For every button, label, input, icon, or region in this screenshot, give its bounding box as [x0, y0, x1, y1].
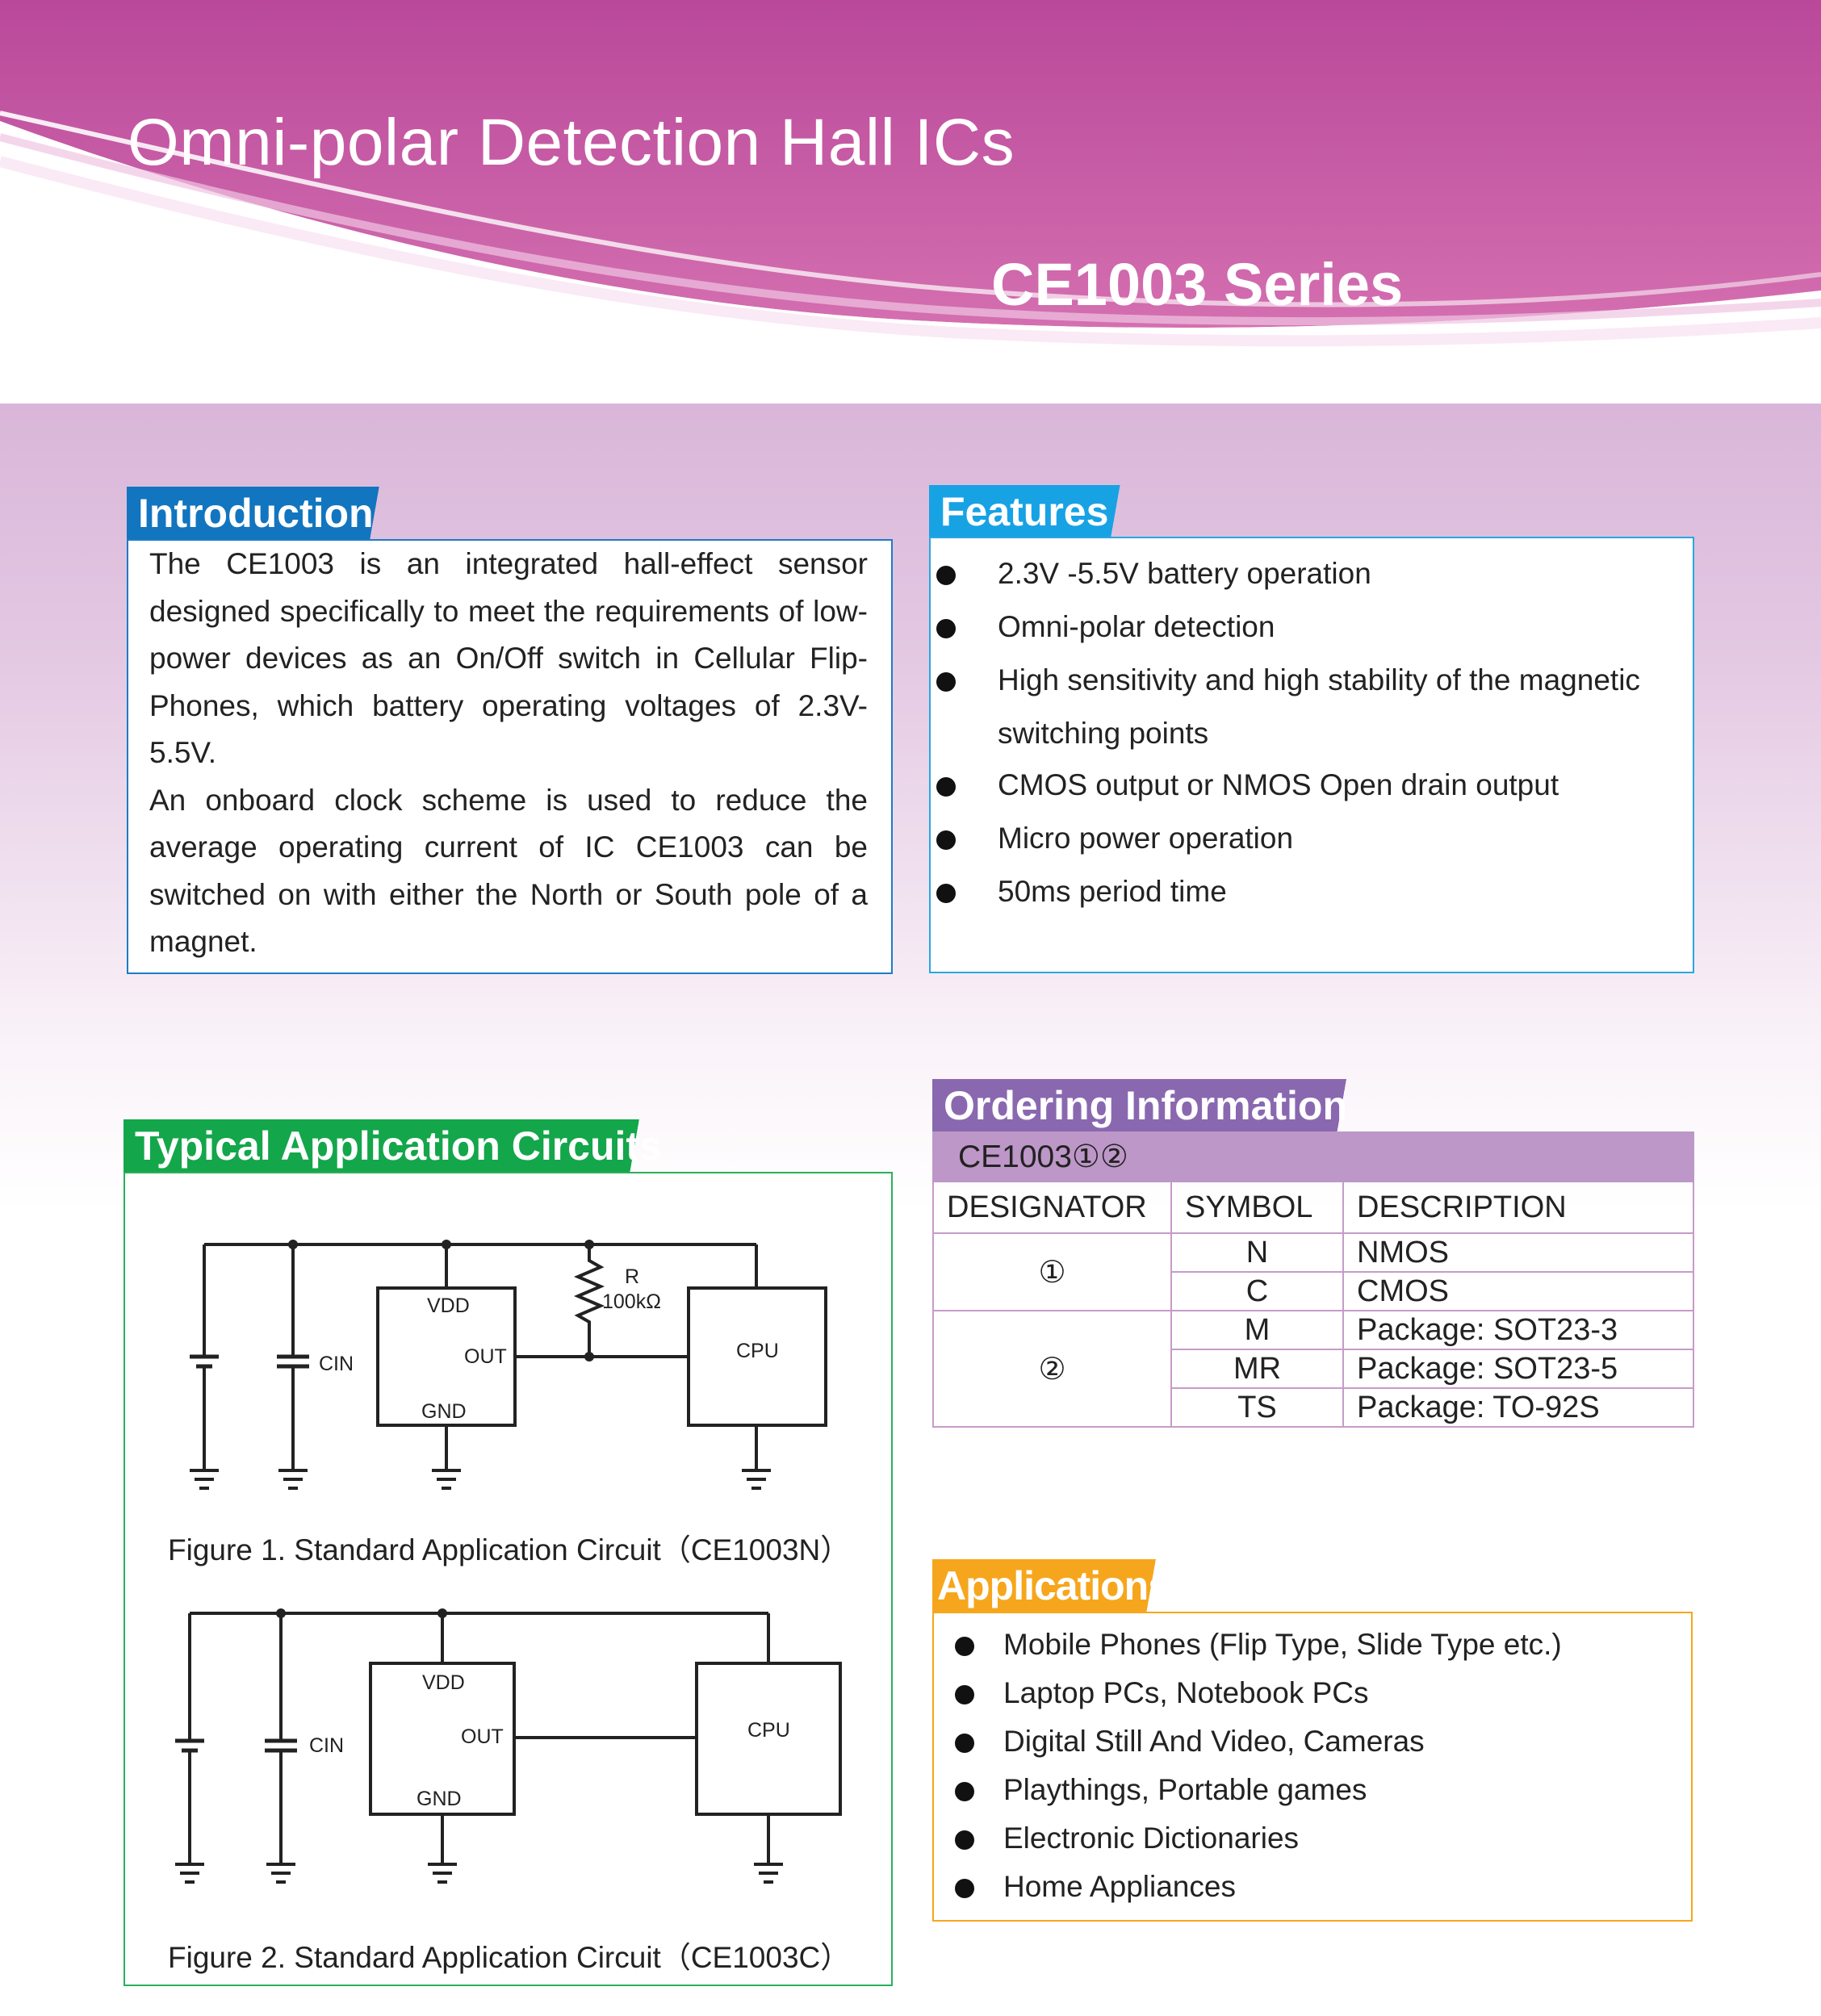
- introduction-box: [127, 539, 893, 974]
- ordering-heading: Ordering Information: [932, 1079, 1368, 1132]
- description-cell: CMOS: [1342, 1272, 1694, 1311]
- introduction-heading-text: Introduction: [138, 491, 374, 536]
- features-box: [929, 537, 1694, 973]
- application-item: Digital Still And Video, Cameras: [1003, 1725, 1425, 1758]
- feature-item: 50ms period time: [998, 875, 1227, 908]
- column-header: SYMBOL: [1170, 1182, 1343, 1234]
- bullet-icon: [955, 1734, 974, 1753]
- description-cell: Package: TO-92S: [1342, 1388, 1694, 1428]
- designator-cell: ②: [932, 1311, 1171, 1428]
- applications-box: [932, 1612, 1693, 1922]
- symbol-cell: C: [1170, 1272, 1343, 1311]
- feature-item: CMOS output or NMOS Open drain output: [998, 768, 1559, 801]
- ordering-table: DESIGNATOR SYMBOL DESCRIPTION ① N NMOS C…: [932, 1182, 1694, 1428]
- bullet-icon: [936, 672, 956, 692]
- feature-item-continued: switching points: [998, 717, 1209, 750]
- column-header: DESIGNATOR: [932, 1182, 1171, 1234]
- symbol-cell: N: [1170, 1233, 1343, 1273]
- introduction-paragraph-1: The CE1003 is an integrated hall-effect …: [149, 547, 868, 769]
- feature-item: High sensitivity and high stability of t…: [998, 663, 1640, 696]
- application-item: Mobile Phones (Flip Type, Slide Type etc…: [1003, 1628, 1562, 1661]
- figure-1-caption: Figure 1. Standard Application Circuit（C…: [168, 1533, 851, 1566]
- ordering-heading-text: Ordering Information: [944, 1083, 1347, 1128]
- out-label-2: OUT: [461, 1725, 504, 1748]
- symbol-cell: MR: [1170, 1349, 1343, 1389]
- designator-cell: ①: [932, 1233, 1171, 1311]
- circuits-heading: Typical Application Circuits: [123, 1119, 663, 1173]
- bullet-icon: [936, 830, 956, 850]
- series-title: CE1003 Series: [991, 251, 1404, 318]
- table-row: C CMOS: [933, 1272, 1694, 1311]
- resistor-label-1: R: [625, 1265, 639, 1288]
- application-item: Electronic Dictionaries: [1003, 1822, 1300, 1855]
- table-row: ① N NMOS: [932, 1233, 1694, 1311]
- bullet-icon: [955, 1830, 974, 1850]
- gnd-label-2: GND: [417, 1788, 462, 1810]
- vdd-label-2: VDD: [422, 1671, 465, 1694]
- resistor-value-1: 100kΩ: [602, 1290, 661, 1313]
- cpu-label-2: CPU: [747, 1719, 790, 1742]
- bullet-icon: [955, 1879, 974, 1898]
- vdd-label-1: VDD: [427, 1295, 470, 1317]
- bullet-icon: [936, 619, 956, 638]
- feature-item: 2.3V -5.5V battery operation: [998, 557, 1371, 590]
- application-item: Playthings, Portable games: [1003, 1773, 1367, 1806]
- table-row: MR Package: SOT23-5: [933, 1349, 1694, 1389]
- column-header: DESCRIPTION: [1342, 1182, 1694, 1234]
- cin-label-2: CIN: [309, 1734, 344, 1757]
- feature-item: Micro power operation: [998, 822, 1294, 855]
- bullet-icon: [936, 884, 956, 903]
- circuit-diagram-2: CIN VDD OUT GND CPU: [175, 1608, 842, 1884]
- introduction-text: The CE1003 is an integrated hall-effect …: [149, 541, 868, 966]
- gnd-label-1: GND: [421, 1400, 467, 1423]
- page-title: Omni-polar Detection Hall ICs: [128, 106, 1015, 179]
- out-label-1: OUT: [464, 1345, 507, 1368]
- description-cell: Package: SOT23-5: [1342, 1349, 1694, 1389]
- ordering-table-header: DESIGNATOR SYMBOL DESCRIPTION: [932, 1182, 1694, 1234]
- applications-heading: Applications: [932, 1559, 1189, 1612]
- introduction-heading: Introduction: [127, 487, 411, 540]
- application-item: Laptop PCs, Notebook PCs: [1003, 1676, 1369, 1709]
- features-heading: Features: [929, 485, 1147, 538]
- ordering-part-number-bar: CE1003①②: [932, 1131, 1694, 1182]
- symbol-cell: M: [1170, 1311, 1343, 1350]
- table-row: ② M Package: SOT23-3: [932, 1311, 1694, 1428]
- bullet-icon: [955, 1782, 974, 1801]
- bullet-icon: [955, 1637, 974, 1656]
- cpu-label-1: CPU: [736, 1340, 779, 1362]
- introduction-paragraph-2: An onboard clock scheme is used to reduc…: [149, 783, 868, 959]
- figure-2-caption: Figure 2. Standard Application Circuit（C…: [168, 1941, 851, 1974]
- header-banner: Omni-polar Detection Hall ICs CE1003 Ser…: [0, 0, 1821, 404]
- features-heading-text: Features: [940, 489, 1109, 534]
- circuit-diagram-1: CIN VDD OUT GND CPU R 100kΩ: [190, 1240, 827, 1490]
- application-item: Home Appliances: [1003, 1870, 1236, 1903]
- applications-heading-text: Applications: [937, 1563, 1170, 1608]
- ordering-part-number: CE1003①②: [958, 1140, 1128, 1174]
- bullet-icon: [936, 566, 956, 585]
- bullet-icon: [936, 777, 956, 797]
- circuits-heading-text: Typical Application Circuits: [135, 1123, 662, 1169]
- cin-label-1: CIN: [319, 1353, 354, 1375]
- description-cell: NMOS: [1342, 1233, 1694, 1273]
- table-row: TS Package: TO-92S: [933, 1388, 1694, 1428]
- bullet-icon: [955, 1685, 974, 1704]
- feature-item: Omni-polar detection: [998, 610, 1275, 643]
- symbol-cell: TS: [1170, 1388, 1343, 1428]
- circuits-box: [123, 1172, 893, 1986]
- description-cell: Package: SOT23-3: [1342, 1311, 1694, 1350]
- banner-wave-graphic: [0, 0, 1821, 404]
